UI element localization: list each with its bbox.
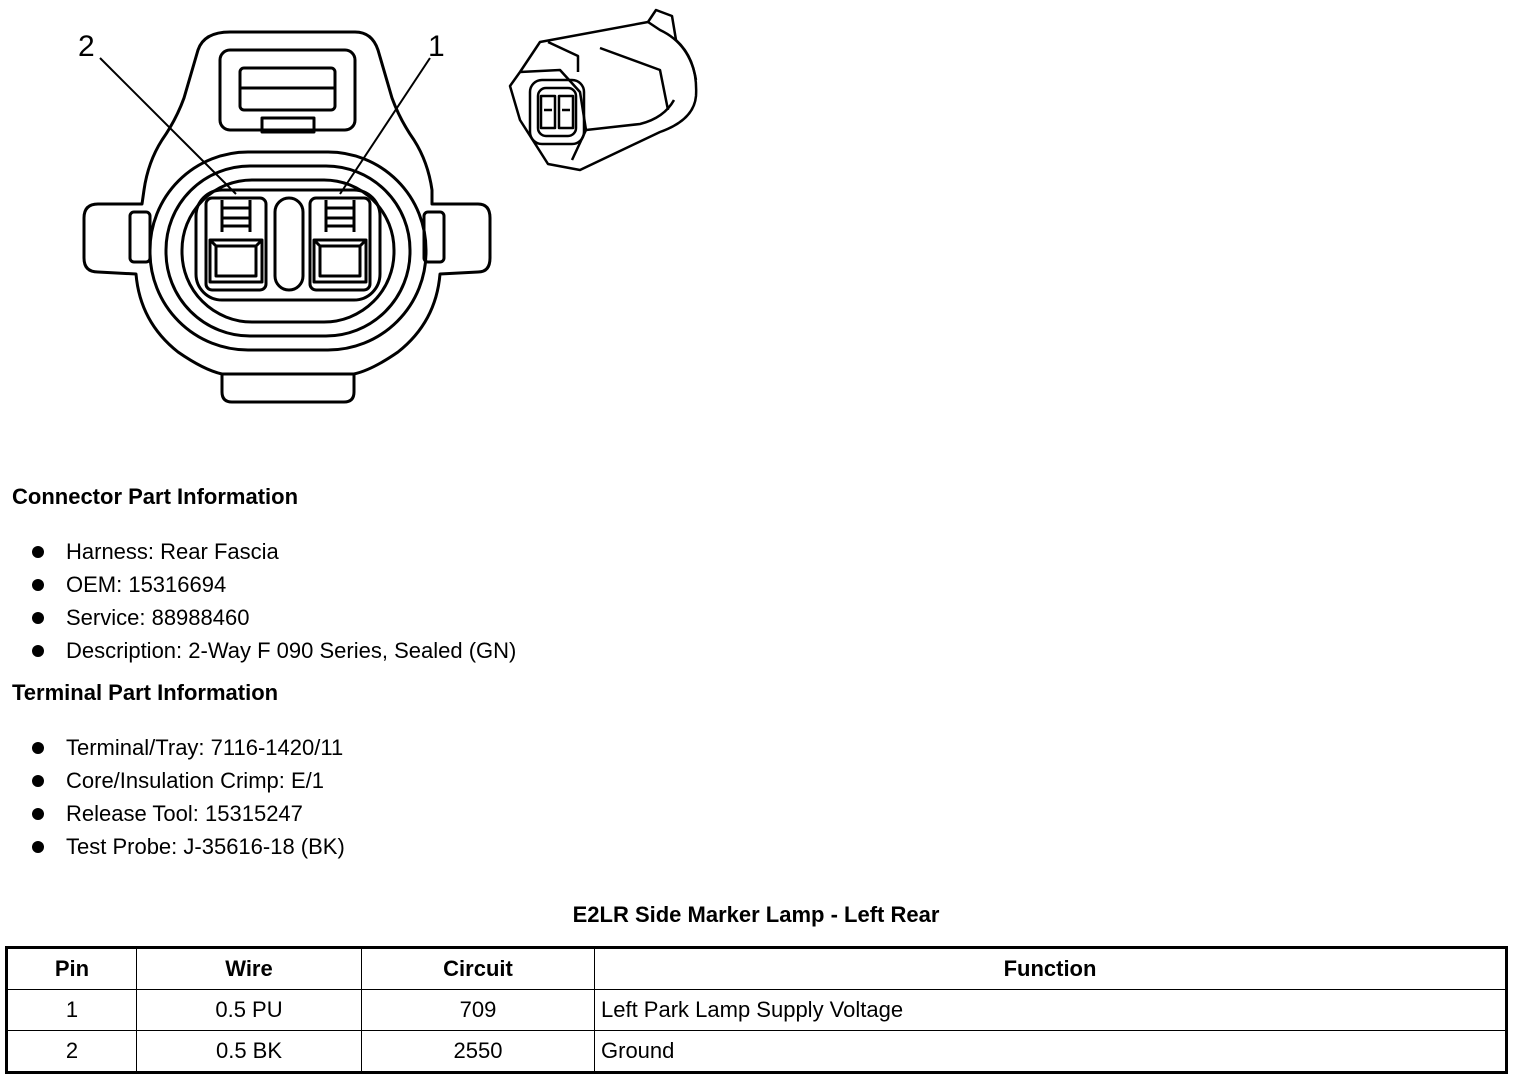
cell-pin: 2 bbox=[6, 1030, 137, 1073]
terminal-cavity-2 bbox=[204, 196, 268, 292]
cell-circuit: 2550 bbox=[361, 1030, 595, 1073]
list-item: Description: 2-Way F 090 Series, Sealed … bbox=[28, 634, 516, 667]
table-row: 2 0.5 BK 2550 Ground bbox=[6, 1030, 1507, 1073]
bullet-icon bbox=[32, 644, 44, 657]
cell-wire: 0.5 PU bbox=[136, 989, 362, 1031]
list-item: OEM: 15316694 bbox=[28, 568, 516, 601]
list-item-text: OEM: 15316694 bbox=[66, 572, 227, 597]
terminal-face bbox=[194, 188, 382, 302]
column-header-wire: Wire bbox=[136, 947, 362, 990]
terminal-part-info-list: Terminal/Tray: 7116-1420/11 Core/Insulat… bbox=[28, 731, 345, 863]
list-item-text: Test Probe: J-35616-18 (BK) bbox=[66, 834, 345, 859]
list-item: Core/Insulation Crimp: E/1 bbox=[28, 764, 345, 797]
left-side-tab bbox=[128, 210, 152, 264]
latch-outer bbox=[218, 48, 357, 132]
callout-leader-1 bbox=[339, 57, 431, 195]
callout-pin-1: 1 bbox=[428, 30, 445, 63]
terminal-cavity-1 bbox=[308, 196, 372, 292]
cell-function: Ground bbox=[594, 1030, 1507, 1073]
seal-ring-inner bbox=[180, 178, 396, 324]
callout-pin-2: 2 bbox=[78, 30, 95, 63]
center-divider bbox=[273, 196, 305, 292]
list-item: Service: 88988460 bbox=[28, 601, 516, 634]
connector-illustration: 2 1 bbox=[78, 8, 698, 404]
bullet-icon bbox=[32, 840, 44, 853]
connector-part-info-title: Connector Part Information bbox=[12, 484, 299, 509]
list-item: Harness: Rear Fascia bbox=[28, 535, 516, 568]
cell-function: Left Park Lamp Supply Voltage bbox=[594, 989, 1507, 1031]
cell-wire: 0.5 BK bbox=[136, 1030, 362, 1073]
column-header-pin: Pin bbox=[6, 947, 137, 990]
cell-circuit: 709 bbox=[361, 989, 595, 1031]
list-item-text: Service: 88988460 bbox=[66, 605, 250, 630]
terminal-part-info-title: Terminal Part Information bbox=[12, 680, 279, 705]
column-header-function: Function bbox=[594, 947, 1507, 990]
list-item-text: Harness: Rear Fascia bbox=[66, 539, 279, 564]
pinout-table: Pin Wire Circuit Function 1 0.5 PU 709 L… bbox=[5, 946, 1508, 1074]
cell-pin: 1 bbox=[6, 989, 137, 1031]
column-header-circuit: Circuit bbox=[361, 947, 595, 990]
table-title: E2LR Side Marker Lamp - Left Rear bbox=[572, 902, 940, 927]
list-item: Terminal/Tray: 7116-1420/11 bbox=[28, 731, 345, 764]
bullet-icon bbox=[32, 611, 44, 624]
bullet-icon bbox=[32, 807, 44, 820]
callout-leader-2 bbox=[99, 57, 237, 195]
seal-ring-middle bbox=[164, 164, 412, 338]
connector-part-info-list: Harness: Rear Fascia OEM: 15316694 Servi… bbox=[28, 535, 516, 667]
bullet-icon bbox=[32, 741, 44, 754]
connector-3d-view bbox=[508, 8, 698, 172]
seal-ring-outer bbox=[148, 150, 428, 352]
bullet-icon bbox=[32, 774, 44, 787]
bullet-icon bbox=[32, 545, 44, 558]
list-item-text: Terminal/Tray: 7116-1420/11 bbox=[66, 735, 344, 760]
list-item-text: Description: 2-Way F 090 Series, Sealed … bbox=[66, 638, 517, 663]
list-item: Release Tool: 15315247 bbox=[28, 797, 345, 830]
table-header-row: Pin Wire Circuit Function bbox=[6, 947, 1507, 990]
list-item: Test Probe: J-35616-18 (BK) bbox=[28, 830, 345, 863]
bottom-tab bbox=[220, 374, 356, 404]
table-row: 1 0.5 PU 709 Left Park Lamp Supply Volta… bbox=[6, 989, 1507, 1031]
list-item-text: Release Tool: 15315247 bbox=[66, 801, 303, 826]
bullet-icon bbox=[32, 578, 44, 591]
list-item-text: Core/Insulation Crimp: E/1 bbox=[66, 768, 324, 793]
